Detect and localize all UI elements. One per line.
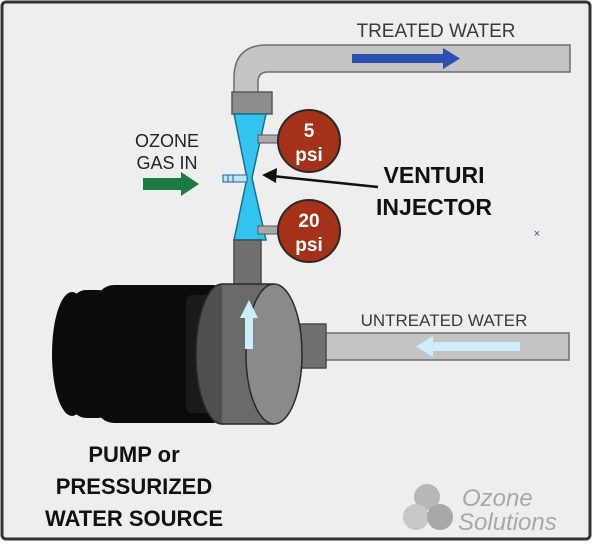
ozone-gas-arrow-icon: [143, 172, 199, 196]
stray-marker-icon: ×: [534, 228, 540, 240]
untreated-water-label: UNTREATED WATER: [361, 311, 528, 330]
treated-water-label: TREATED WATER: [356, 21, 515, 42]
treated-water-pipe: [233, 44, 571, 96]
pump-flow-arrow-icon: [240, 300, 258, 349]
gas-inlet-nozzle: [222, 174, 248, 183]
logo-line2: Solutions: [458, 509, 557, 536]
pump-label-line3: WATER SOURCE: [45, 506, 223, 531]
gauge-inlet-unit: psi: [295, 235, 322, 256]
gauge-outlet-unit: psi: [295, 145, 322, 166]
pump-label-line1: PUMP or: [88, 442, 180, 467]
pressure-gauge-outlet: 5 psi: [277, 109, 341, 173]
pump-outlet-pipe: [233, 239, 262, 289]
venturi-pointer-arrow-icon: [262, 168, 379, 189]
gauge-inlet-value: 20: [298, 211, 319, 232]
untreated-water-arrow-icon: [416, 336, 520, 357]
venturi-top-coupling: [231, 91, 273, 115]
pump-label-line2: PRESSURIZED: [56, 474, 212, 499]
pressure-gauge-inlet: 20 psi: [277, 199, 341, 263]
ozone-solutions-logo: Ozone Solutions: [403, 484, 557, 536]
pump-inlet-coupling: [297, 323, 327, 369]
venturi-label-line1: VENTURI: [384, 162, 485, 188]
treated-water-arrow-icon: [352, 48, 460, 69]
gauge-outlet-value: 5: [304, 121, 315, 142]
logo-line1: Ozone: [462, 485, 533, 512]
ozone-gas-label-line2: GAS IN: [136, 153, 197, 173]
ozone-gas-label-line1: OZONE: [135, 131, 199, 151]
venturi-label-line2: INJECTOR: [376, 194, 492, 220]
